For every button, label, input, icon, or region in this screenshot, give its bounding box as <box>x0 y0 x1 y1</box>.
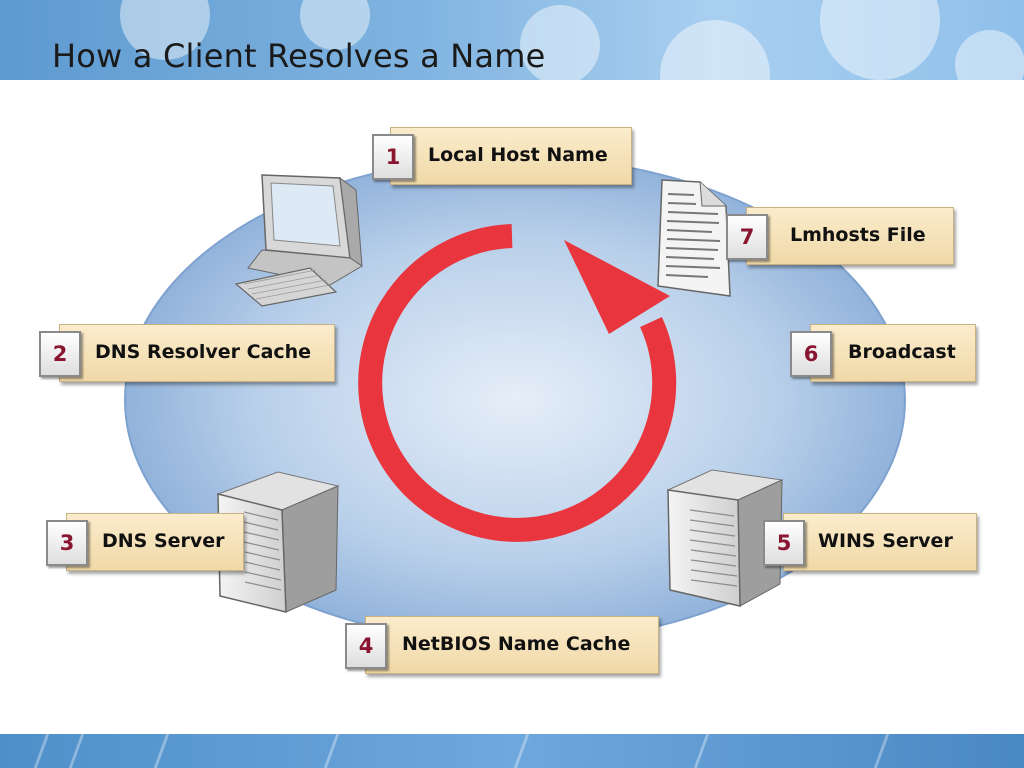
decor-streak <box>68 734 85 768</box>
step-local-host-name: Local Host Name 1 <box>372 127 632 185</box>
decor-bubble <box>955 30 1024 80</box>
step-netbios-name-cache: NetBIOS Name Cache 4 <box>345 616 659 674</box>
decor-streak <box>153 734 170 768</box>
client-computer-icon <box>234 174 363 307</box>
step-bar <box>810 324 976 382</box>
step-bar <box>746 207 954 265</box>
wins-server-icon <box>666 469 784 607</box>
step-label: DNS Resolver Cache <box>95 341 312 363</box>
step-number-badge: 4 <box>345 623 387 669</box>
footer-band <box>0 734 1024 768</box>
step-label: WINS Server <box>818 530 953 552</box>
decor-streak <box>323 734 340 768</box>
step-number-badge: 5 <box>763 520 805 566</box>
step-bar <box>365 616 659 674</box>
step-bar <box>390 127 632 185</box>
step-lmhosts-file: Lmhosts File 7 <box>726 207 954 265</box>
decor-streak <box>873 734 890 768</box>
step-bar <box>783 513 977 571</box>
step-number-badge: 1 <box>372 134 414 180</box>
step-label: DNS Server <box>102 530 225 552</box>
step-wins-server: WINS Server 5 <box>763 513 977 571</box>
decor-streak <box>513 734 530 768</box>
step-bar <box>66 513 244 571</box>
step-broadcast: Broadcast 6 <box>790 324 976 382</box>
step-label: Broadcast <box>848 341 956 363</box>
step-label: Local Host Name <box>428 144 608 166</box>
step-dns-server: DNS Server 3 <box>46 513 244 571</box>
diagram-canvas <box>124 156 906 644</box>
header-band <box>0 0 1024 80</box>
slide-title: How a Client Resolves a Name <box>52 37 546 75</box>
step-label: Lmhosts File <box>790 224 926 246</box>
step-label: NetBIOS Name Cache <box>402 633 631 655</box>
step-number-badge: 2 <box>39 331 81 377</box>
step-bar <box>59 324 335 382</box>
decor-bubble <box>520 5 600 80</box>
step-number-badge: 3 <box>46 520 88 566</box>
step-number-badge: 6 <box>790 331 832 377</box>
decor-bubble <box>820 0 940 80</box>
decor-bubble <box>660 20 770 80</box>
step-number-badge: 7 <box>726 214 768 260</box>
cycle-arrow-icon <box>358 224 677 542</box>
decor-streak <box>693 734 710 768</box>
decor-streak <box>33 734 50 768</box>
step-dns-resolver-cache: DNS Resolver Cache 2 <box>39 324 335 382</box>
